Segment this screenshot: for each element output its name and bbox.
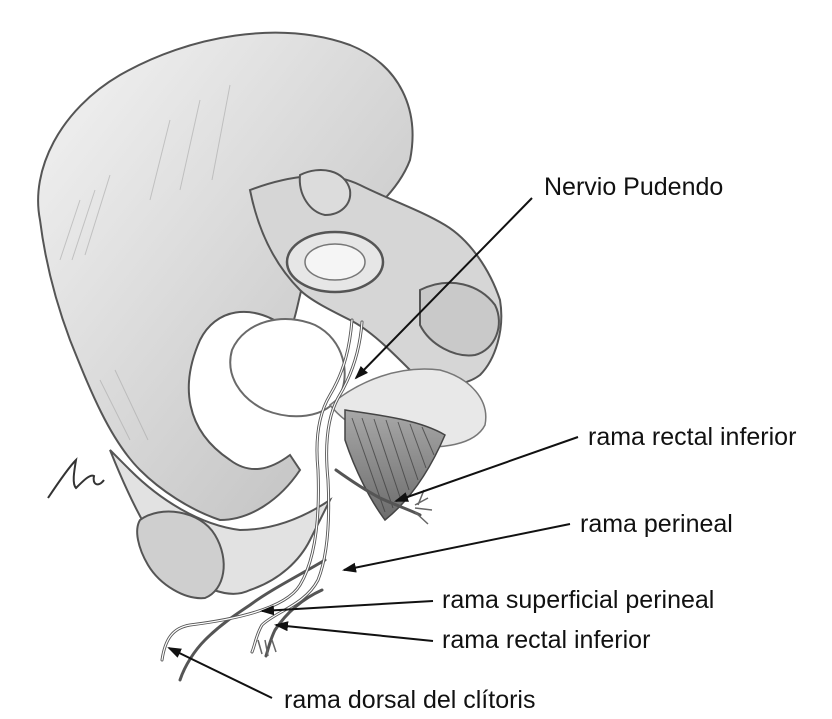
signature-mark: [48, 460, 104, 498]
vertebra-canal: [305, 244, 365, 280]
label-nervio-pudendo: Nervio Pudendo: [544, 175, 723, 200]
label-rama-perineal: rama perineal: [580, 512, 733, 537]
arrow-rama-perineal: [344, 524, 570, 570]
arrow-rama-rectal-inferior-2: [276, 625, 433, 641]
arrow-rama-dorsal-clitoris: [169, 648, 272, 698]
label-rama-rectal-inferior: rama rectal inferior: [588, 425, 796, 450]
label-rama-rectal-inferior-2: rama rectal inferior: [442, 628, 650, 653]
arrow-rama-superficial-perineal: [262, 601, 433, 611]
label-rama-superficial-perineal: rama superficial perineal: [442, 588, 714, 613]
label-rama-dorsal-clitoris: rama dorsal del clítoris: [284, 688, 535, 713]
